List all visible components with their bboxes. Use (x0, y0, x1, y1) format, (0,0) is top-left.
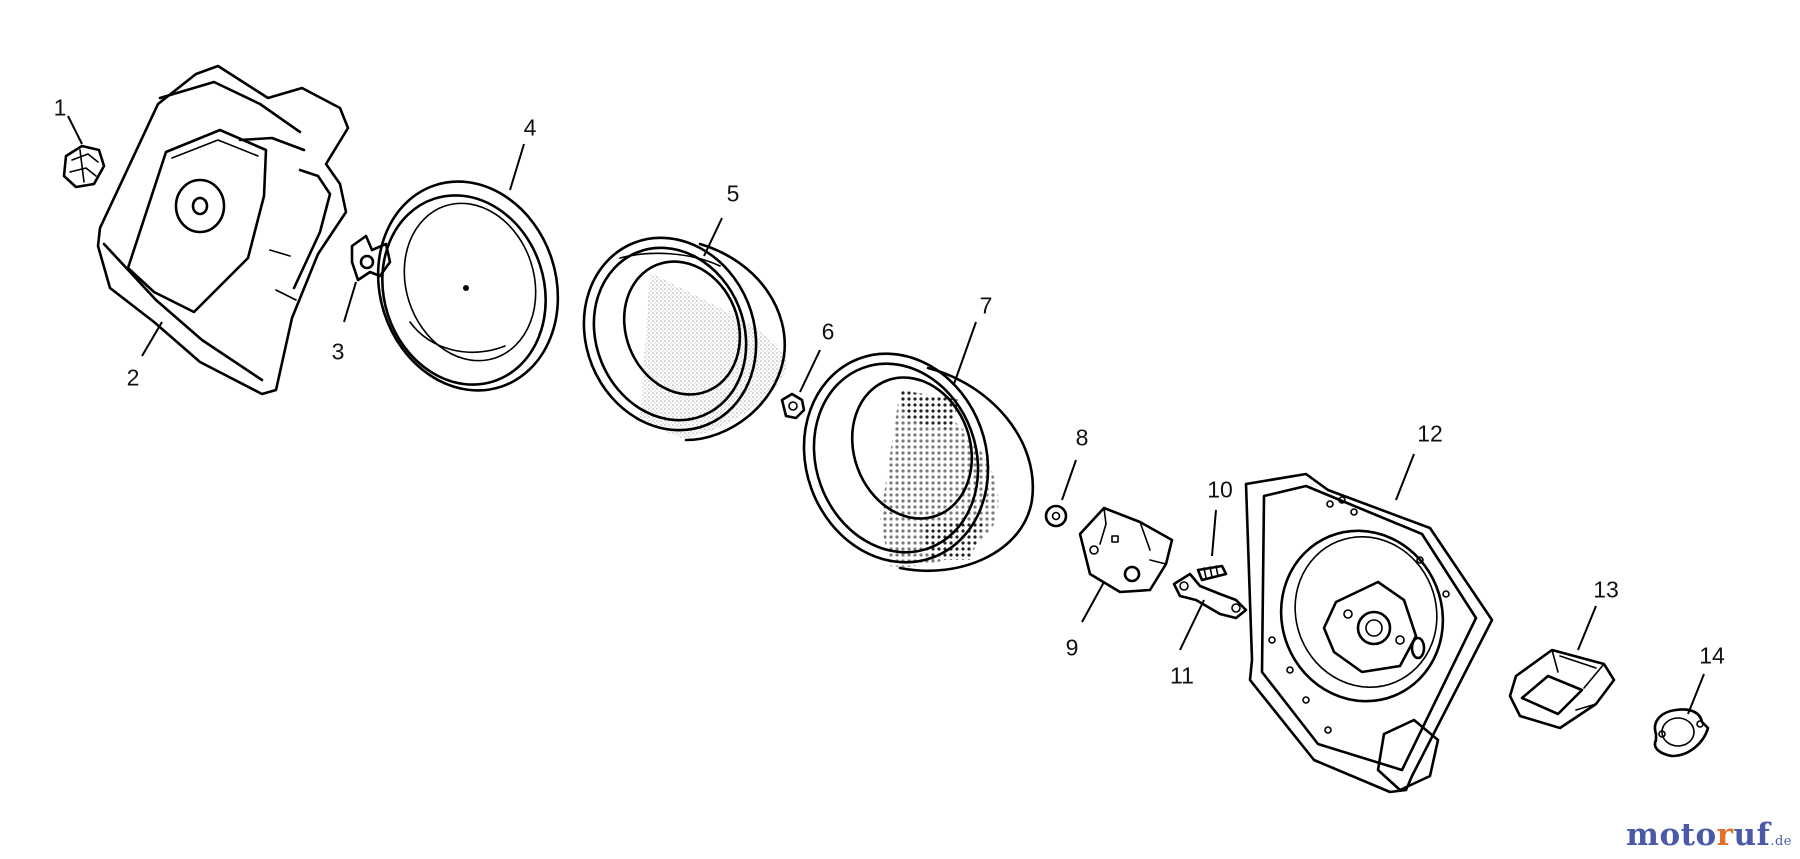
leader-3 (343, 281, 357, 323)
leader-2 (141, 321, 163, 357)
leader-9 (1081, 581, 1105, 623)
leader-8 (1061, 459, 1077, 501)
callout-4: 4 (523, 114, 537, 141)
callout-14: 14 (1699, 642, 1725, 669)
leader-11 (1179, 599, 1205, 651)
part-5-precleaner (582, 236, 788, 442)
callout-7: 7 (979, 292, 993, 319)
callout-2: 2 (126, 364, 140, 391)
callout-11: 11 (1170, 662, 1194, 689)
part-14-gasket (1653, 708, 1710, 758)
part-3-wing-nut (350, 234, 392, 282)
leader-lines (67, 115, 1705, 715)
leader-12 (1395, 453, 1415, 501)
leader-6 (799, 349, 821, 393)
part-10-stud (1196, 564, 1228, 582)
part-1-knob (62, 144, 106, 189)
part-4-filter-bowl (376, 180, 560, 392)
callout-13: 13 (1593, 576, 1619, 603)
leader-1 (67, 115, 83, 145)
leader-13 (1577, 605, 1597, 651)
leader-5 (703, 217, 723, 257)
part-8-washer (1044, 504, 1068, 528)
leader-7 (953, 321, 977, 385)
callout-12: 12 (1417, 420, 1443, 447)
callout-8: 8 (1075, 424, 1089, 451)
callout-9: 9 (1065, 634, 1079, 661)
part-12-base-plate (1244, 472, 1494, 794)
watermark-logo: motoruf.de (1626, 817, 1792, 853)
callout-3: 3 (331, 338, 345, 365)
part-7-filter-element (802, 352, 1035, 573)
callout-1: 1 (53, 94, 67, 121)
part-9-bracket (1078, 506, 1174, 594)
leader-10 (1211, 509, 1217, 557)
callout-5: 5 (726, 180, 740, 207)
part-2-cover (96, 64, 350, 396)
part-6-nut (780, 392, 806, 420)
callout-10: 10 (1207, 476, 1233, 503)
part-11-clip (1172, 572, 1248, 620)
callout-6: 6 (821, 318, 835, 345)
leader-14 (1687, 673, 1705, 715)
part-13-adapter (1508, 648, 1616, 730)
leader-4 (509, 143, 525, 191)
